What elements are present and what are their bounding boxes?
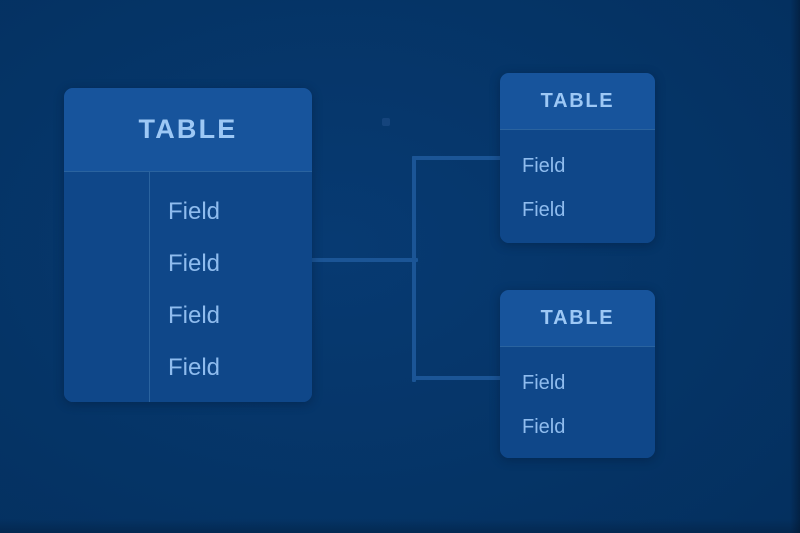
table-row[interactable]: Field	[168, 198, 221, 225]
connector-vertical-spine	[412, 156, 416, 382]
right-edge-vignette	[790, 0, 800, 533]
table-row[interactable]: Field	[522, 155, 566, 177]
connector-branch-bottom	[412, 376, 502, 380]
table-row[interactable]: Field	[168, 302, 221, 329]
connector-branch-top	[412, 156, 502, 160]
table-top-right-body: Field Field	[500, 129, 655, 243]
table-left-header: TABLE	[64, 88, 312, 172]
table-row[interactable]: Field	[522, 199, 566, 221]
table-bottom-right-body: Field Field	[500, 346, 655, 458]
bottom-edge-vignette	[0, 519, 800, 533]
table-left-body: Field Field Field Field	[64, 172, 312, 402]
table-card-top-right[interactable]: TABLE Field Field	[500, 73, 655, 243]
decorative-dot	[382, 118, 390, 126]
table-row[interactable]: Field	[522, 416, 566, 438]
table-left-key-column	[64, 172, 150, 402]
table-card-left[interactable]: TABLE Field Field Field Field	[64, 88, 312, 402]
table-bottom-right-header: TABLE	[500, 290, 655, 346]
table-row[interactable]: Field	[522, 372, 566, 394]
table-card-bottom-right[interactable]: TABLE Field Field	[500, 290, 655, 458]
table-row[interactable]: Field	[168, 354, 221, 381]
table-top-right-header: TABLE	[500, 73, 655, 129]
connector-left-trunk	[311, 258, 418, 262]
table-left-field-column: Field Field Field Field	[150, 172, 312, 402]
table-row[interactable]: Field	[168, 250, 221, 277]
